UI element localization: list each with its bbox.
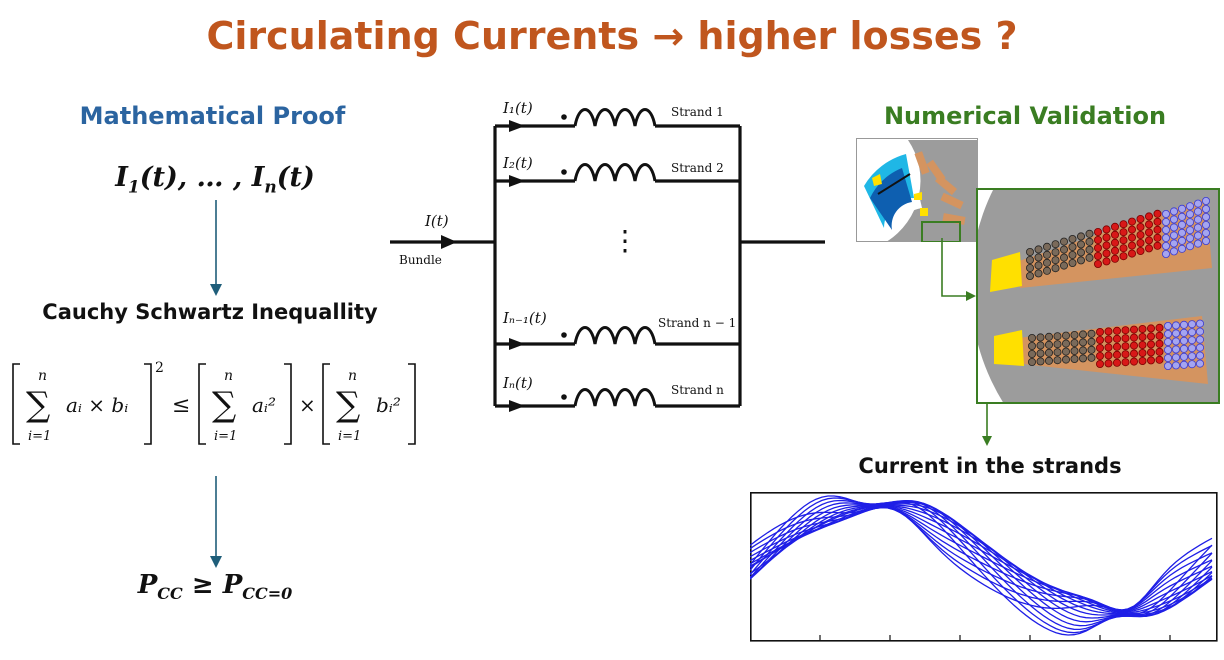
sum-upper-3: n [348, 368, 357, 384]
le-sign: ≤ [172, 393, 190, 418]
plot-label: Current in the strands [858, 454, 1122, 478]
strand1-current: I₁(t) [502, 99, 533, 117]
input-current-label: I(t) [424, 212, 449, 230]
current-arrowheads [441, 120, 525, 412]
sum-upper-1: n [38, 368, 47, 384]
strandn-label: Strand n [671, 383, 724, 397]
strand-currents-plot [750, 492, 1218, 642]
sigma-1: ∑ [26, 385, 50, 425]
strand2-label: Strand 2 [671, 161, 724, 175]
strandn1-current: Iₙ₋₁(t) [502, 309, 547, 327]
strand-current-line [750, 495, 1213, 636]
sum-upper-2: n [224, 368, 233, 384]
motor-cross-section-image [856, 138, 978, 242]
inequality-label: Cauchy Schwartz Inequallity [42, 300, 378, 324]
strand-current-line [750, 497, 1213, 634]
strand2-current: I₂(t) [502, 154, 533, 172]
slot-zoom-image [976, 188, 1220, 404]
numerical-validation-heading: Numerical Validation [883, 102, 1167, 130]
sum-lower-3: i=1 [338, 429, 361, 444]
strand-conductors [1026, 196, 1210, 370]
bundle-label: Bundle [399, 253, 442, 267]
math-proof-heading: Mathematical Proof [79, 102, 346, 130]
inductor-coils [573, 108, 657, 407]
vertical-ellipsis: ⋮ [611, 224, 639, 257]
down-arrow-3 [982, 404, 992, 446]
strand-circuit: I(t) Bundle I₁(t) I₂(t) Iₙ₋₁(t) Iₙ(t) St… [390, 99, 825, 412]
strandn-current: Iₙ(t) [502, 374, 533, 392]
strandn1-label: Strand n − 1 [658, 316, 736, 330]
down-arrow-2 [210, 476, 222, 568]
loss-result: PCC ≥ PCC=0 [137, 570, 293, 604]
currents-expression: I1(t), … , In(t) [115, 162, 315, 198]
zoom-connector [941, 238, 976, 301]
term-3: bᵢ² [376, 393, 401, 417]
term-2: aᵢ² [252, 393, 276, 417]
sigma-2: ∑ [212, 385, 236, 425]
plot-ticks [819, 635, 1171, 641]
slide-title: Circulating Currents → higher losses ? [206, 14, 1018, 58]
cauchy-schwarz-equation: n ∑ i=1 aᵢ × bᵢ 2 ≤ n ∑ i=1 aᵢ² × n ∑ i=… [12, 360, 416, 445]
sum-lower-2: i=1 [214, 429, 237, 444]
plot-lines [750, 495, 1213, 636]
down-arrow-1 [210, 200, 222, 296]
times-sign: × [299, 393, 316, 417]
sigma-3: ∑ [336, 385, 360, 425]
strand1-label: Strand 1 [671, 105, 724, 119]
square-exponent: 2 [155, 360, 164, 376]
strand-current-line [750, 499, 1213, 631]
sum-lower-1: i=1 [28, 429, 51, 444]
term-1: aᵢ × bᵢ [66, 393, 128, 417]
